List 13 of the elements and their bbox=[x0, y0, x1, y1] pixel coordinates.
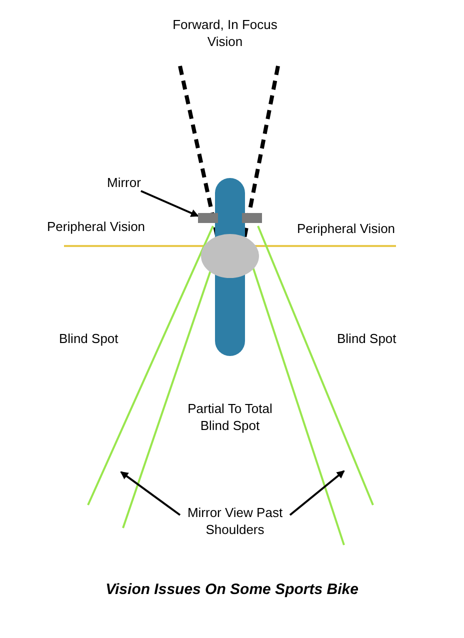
arrow bbox=[120, 471, 181, 516]
caption: Vision Issues On Some Sports Bike bbox=[104, 581, 360, 598]
mirror-block bbox=[198, 213, 218, 223]
callout-label: Mirror View Past Shoulders bbox=[180, 504, 290, 538]
label-text: Partial To Total Blind Spot bbox=[186, 400, 274, 434]
label-text: Peripheral Vision bbox=[297, 220, 396, 237]
label-text: Forward, In Focus Vision bbox=[172, 16, 278, 50]
label-text: Blind Spot bbox=[337, 330, 396, 347]
label-text: Peripheral Vision bbox=[47, 218, 146, 235]
arrow bbox=[289, 470, 345, 516]
label-text: Blind Spot bbox=[59, 330, 118, 347]
callout-label: Mirror bbox=[107, 174, 141, 191]
arrow bbox=[140, 190, 199, 217]
